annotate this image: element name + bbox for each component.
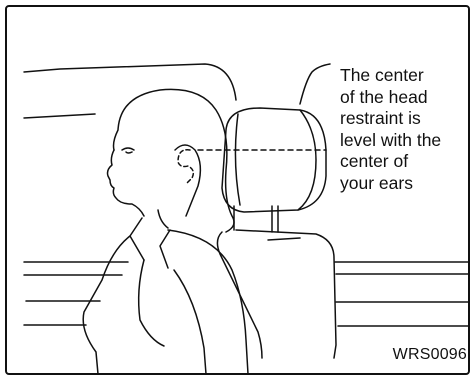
seat-back	[217, 230, 336, 358]
jacket	[83, 236, 130, 374]
jacket-collar	[130, 218, 170, 268]
seat-back-inner	[268, 238, 300, 240]
callout-line: your ears	[340, 173, 472, 195]
head-restraint-edge	[235, 114, 240, 205]
head-restraint-post	[272, 206, 278, 232]
face-profile	[108, 150, 145, 216]
window-frame-line	[24, 64, 236, 100]
hair	[114, 89, 235, 232]
ear-marker	[178, 150, 193, 184]
neck	[158, 210, 168, 228]
callout-text: The center of the head restraint is leve…	[340, 65, 472, 194]
callout-line: level with the	[340, 130, 472, 152]
head-restraint-edge	[298, 110, 316, 210]
jacket-shoulder	[168, 230, 248, 374]
callout-line: The center	[340, 65, 472, 87]
window-frame-line-lower	[24, 114, 95, 118]
callout-line: restraint is	[340, 108, 472, 130]
callout-line: of the head	[340, 87, 472, 109]
arm	[174, 270, 206, 374]
figure-code: WRS0096	[393, 346, 467, 364]
callout-leader-line	[300, 64, 330, 104]
callout-line: center of	[340, 151, 472, 173]
eye	[122, 148, 134, 153]
chest	[139, 260, 164, 346]
